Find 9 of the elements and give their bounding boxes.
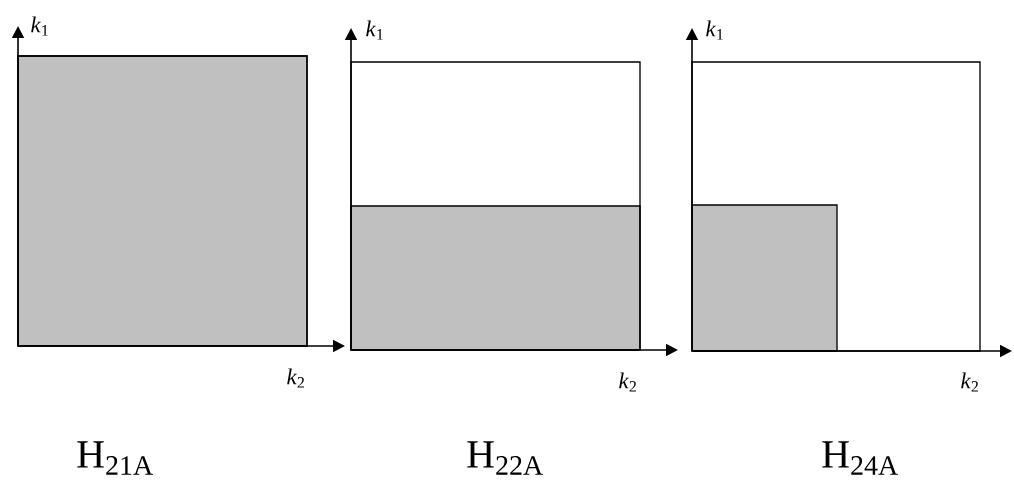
axis-label: k$_{2}$ xyxy=(619,372,636,392)
axis-label: k$_{1}$ xyxy=(31,16,48,36)
formula-label: H$_{22A}$ xyxy=(467,441,543,475)
axis-label: k$_{1}$ xyxy=(706,20,723,40)
axis-label: k$_{1}$ xyxy=(366,20,383,40)
formula-label: H$_{21A}$ xyxy=(77,441,153,475)
axis-label: k$_{2}$ xyxy=(287,368,304,388)
axis-label: k$_{2}$ xyxy=(961,372,978,392)
formula-label: H$_{24A}$ xyxy=(822,441,898,475)
